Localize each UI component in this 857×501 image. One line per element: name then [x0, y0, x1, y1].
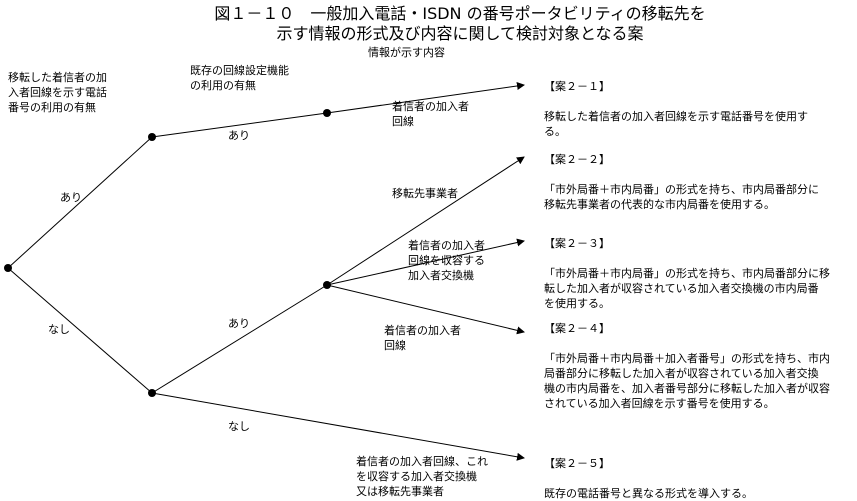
edge-root-lower — [7, 267, 153, 394]
node-lower — [148, 389, 156, 397]
edge-lower-case5 — [151, 392, 525, 461]
case-text: 「市外局番＋市内局番」の形式を持ち、市内局番部分に移 転した加入者が収容されてい… — [544, 267, 830, 310]
leaf-label-4: 着信者の加入者 回線 — [384, 324, 461, 352]
case-text: 「市外局番＋市内局番＋加入者番号」の形式を持ち、市内 局番部分に移転した加入者が… — [544, 352, 830, 410]
case-heading: 【案２－２】 — [544, 153, 610, 166]
node-upper-mid — [323, 109, 331, 117]
case-2-5: 【案２－５】 既存の電話番号と異なる形式を導入する。 — [544, 441, 753, 501]
branch-label-lower-lower: なし — [228, 420, 250, 433]
leaf-label-5: 着信者の加入者回線、これ を収容する加入者交換機 又は移転先事業者 — [356, 455, 488, 498]
node-root — [4, 264, 12, 272]
column-header-1: 移転した着信者の加 入者回線を示す電話 番号の利用の有無 — [8, 71, 107, 114]
case-2-2: 【案２－２】 「市外局番＋市内局番」の形式を持ち、市内局番部分に 移転先事業者の… — [544, 137, 819, 212]
edge-mid-case3 — [326, 238, 525, 286]
node-lower-mid — [323, 281, 331, 289]
node-upper — [148, 133, 156, 141]
edge-mid-case2 — [326, 156, 525, 286]
case-heading: 【案２－３】 — [544, 237, 610, 250]
case-text: 「市外局番＋市内局番」の形式を持ち、市内局番部分に 移転先事業者の代表的な市内局… — [544, 183, 819, 211]
branch-label-root-lower: なし — [48, 323, 70, 336]
leaf-label-1: 着信者の加入者 回線 — [392, 100, 469, 128]
case-2-4: 【案２－４】 「市外局番＋市内局番＋加入者番号」の形式を持ち、市内 局番部分に移… — [544, 306, 830, 411]
case-2-1: 【案２－１】 移転した着信者の加入者回線を示す電話番号を使用す る。 — [544, 64, 808, 139]
branch-label-lower-upper: あり — [228, 317, 250, 330]
edge-mid-case4 — [326, 284, 525, 335]
edge-mid-case1 — [326, 82, 525, 114]
branch-label-upper-mid: あり — [228, 129, 250, 142]
figure-title-line1: 図１－１０ 一般加入電話・ISDN の番号ポータビリティの移転先を — [214, 4, 706, 23]
case-text: 移転した着信者の加入者回線を示す電話番号を使用す る。 — [544, 110, 808, 138]
edge-root-upper — [7, 136, 153, 269]
case-heading: 【案２－１】 — [544, 80, 610, 93]
case-heading: 【案２－５】 — [544, 457, 610, 470]
edge-upper-mid — [151, 112, 328, 138]
case-heading: 【案２－４】 — [544, 322, 610, 335]
leaf-label-3: 着信者の加入者 回線を収容する 加入者交換機 — [408, 239, 485, 282]
leaf-label-2: 移転先事業者 — [392, 187, 458, 200]
column-header-3: 情報が示す内容 — [368, 46, 445, 59]
case-2-3: 【案２－３】 「市外局番＋市内局番」の形式を持ち、市内局番部分に移 転した加入者… — [544, 221, 830, 311]
column-header-2: 既存の回線設定機能 の利用の有無 — [190, 64, 289, 92]
figure-title-line2: 示す情報の形式及び内容に関して検討対象となる案 — [276, 24, 644, 43]
branch-label-root-upper: あり — [60, 191, 82, 204]
case-text: 既存の電話番号と異なる形式を導入する。 — [544, 487, 753, 500]
edge-lower-mid — [151, 284, 328, 394]
